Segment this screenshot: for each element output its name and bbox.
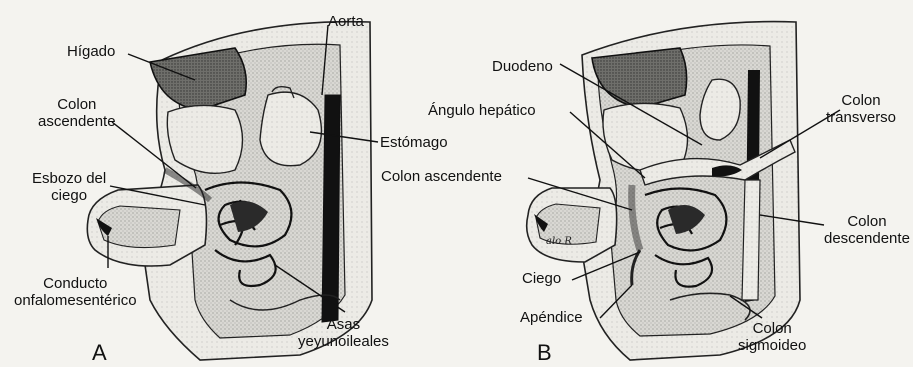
- label-colon-transverso: Colon transverso: [826, 92, 896, 126]
- descending-colon-b: [742, 180, 760, 300]
- label-apendice: Apéndice: [520, 309, 583, 326]
- panel-letter-b: B: [537, 340, 552, 366]
- panel-a-drawing: [87, 22, 372, 360]
- label-colon-sigmoideo: Colon sigmoideo: [738, 320, 806, 354]
- label-angulo-hepatico: Ángulo hepático: [428, 102, 536, 119]
- artist-signature: alo R: [546, 236, 572, 247]
- label-colon-ascendente-a: Colon ascendente: [38, 96, 116, 130]
- label-esbozo-del-ciego: Esbozo del ciego: [32, 170, 106, 204]
- panel-letter-a: A: [92, 340, 107, 366]
- label-asas-yeyunoileales: Asas yeyunoileales: [298, 316, 389, 350]
- label-higado: Hígado: [67, 43, 115, 60]
- label-estomago: Estómago: [380, 134, 448, 151]
- label-conducto-onfalomesenterico: Conducto onfalomesentérico: [14, 275, 137, 309]
- label-duodeno: Duodeno: [492, 58, 553, 75]
- aorta-a: [322, 95, 340, 322]
- label-ciego: Ciego: [522, 270, 561, 287]
- stomach-a: [260, 92, 321, 166]
- label-aorta: Aorta: [328, 13, 364, 30]
- label-colon-ascendente-b: Colon ascendente: [381, 168, 502, 185]
- label-colon-descendente: Colon descendente: [824, 213, 910, 247]
